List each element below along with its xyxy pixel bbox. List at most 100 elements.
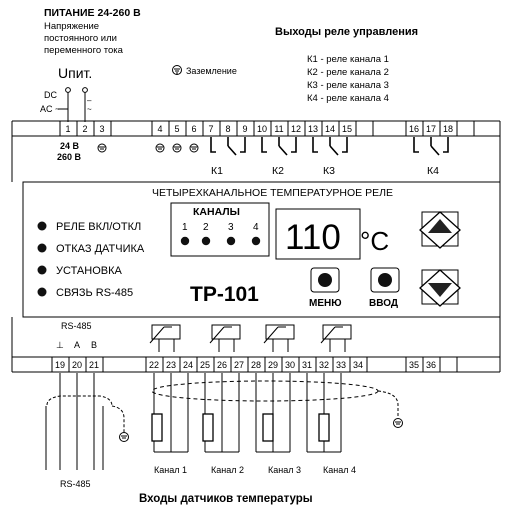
terminal-number: 13 bbox=[308, 124, 318, 134]
channel-number: 4 bbox=[253, 222, 259, 233]
supply-label: Uпит. bbox=[58, 65, 92, 81]
terminal-number: 19 bbox=[55, 360, 65, 370]
dc-label: DC bbox=[44, 90, 57, 100]
rs485-pin-a: A bbox=[74, 340, 80, 350]
up-arrow-button[interactable] bbox=[419, 211, 461, 249]
thermistor-symbol bbox=[263, 324, 295, 352]
channel-label-4: Канал 4 bbox=[323, 465, 356, 475]
model-name: TP-101 bbox=[190, 283, 259, 306]
svg-text:~: ~ bbox=[87, 105, 92, 114]
terminal-number: 31 bbox=[302, 360, 312, 370]
terminal-number: 6 bbox=[191, 124, 196, 134]
relay-contact-k2 bbox=[261, 137, 297, 156]
top-terminal-block bbox=[11, 120, 501, 182]
menu-button-knob bbox=[318, 273, 332, 287]
terminal-number: 16 bbox=[409, 124, 419, 134]
terminal-number: 22 bbox=[149, 360, 159, 370]
channels-box bbox=[170, 202, 270, 257]
enter-button-label: ВВОД bbox=[369, 298, 398, 309]
enter-button-knob bbox=[378, 273, 392, 287]
terminal-number: 36 bbox=[426, 360, 436, 370]
shield-ellipse bbox=[151, 380, 379, 402]
down-arrow-button[interactable] bbox=[419, 269, 461, 307]
relay-name-k4: К4 bbox=[427, 165, 439, 177]
footer-title: Входы датчиков температуры bbox=[139, 493, 313, 505]
relay-outputs-title: Выходы реле управления bbox=[275, 26, 418, 38]
svg-text:–: – bbox=[87, 96, 92, 105]
power-title: ПИТАНИЕ 24-260 В bbox=[44, 7, 141, 19]
ground-icon bbox=[119, 432, 129, 442]
terminal-number: 35 bbox=[409, 360, 419, 370]
power-desc-line-1: Напряжение bbox=[44, 21, 99, 32]
sensor-channel-3 bbox=[255, 373, 291, 453]
sensor-channel-4 bbox=[306, 373, 342, 453]
display-value: 110 bbox=[285, 218, 341, 257]
relay-name-k3: К3 bbox=[323, 165, 335, 177]
terminal-number: 5 bbox=[174, 124, 179, 134]
terminal-number: 30 bbox=[285, 360, 295, 370]
relay-contact-k4 bbox=[413, 137, 449, 156]
relay-legend-1: К1 - реле канала 1 bbox=[307, 54, 389, 65]
voltage-label-24: 24 В bbox=[60, 141, 80, 151]
terminal-number: 4 bbox=[157, 124, 162, 134]
channel-label-1: Канал 1 bbox=[154, 465, 187, 475]
top-terminal-numbers: 1 2 3 4 5 6 7 8 9 10 11 12 13 14 15 16 1… bbox=[65, 124, 453, 134]
relay-legend-2: К2 - реле канала 2 bbox=[307, 67, 389, 78]
terminal-number: 3 bbox=[99, 124, 104, 134]
relay-contact-k1 bbox=[210, 137, 246, 156]
front-panel bbox=[22, 181, 501, 318]
bottom-terminal-numbers: 19 20 21 22 23 24 25 26 27 28 29 30 31 3… bbox=[55, 360, 436, 370]
thermistor-symbol bbox=[209, 324, 241, 352]
channel-label-2: Канал 2 bbox=[211, 465, 244, 475]
rs485-cable bbox=[45, 373, 125, 470]
channel-number: 1 bbox=[182, 222, 188, 233]
terminal-number: 28 bbox=[251, 360, 261, 370]
power-desc-line-2: постоянного или bbox=[44, 33, 117, 44]
bottom-terminal-block bbox=[11, 317, 501, 373]
rs485-pin-gnd: ⊥ bbox=[56, 340, 64, 350]
indicator-rs485-label: СВЯЗЬ RS-485 bbox=[56, 287, 133, 299]
ground-icon bbox=[393, 418, 403, 428]
voltage-label-260: 260 В bbox=[57, 152, 82, 162]
ground-icon bbox=[172, 143, 182, 153]
relay-legend-4: К4 - реле канала 4 bbox=[307, 93, 389, 104]
terminal-number: 34 bbox=[353, 360, 363, 370]
terminal-number: 17 bbox=[426, 124, 436, 134]
relay-name-k1: К1 bbox=[211, 165, 223, 177]
terminal-number: 15 bbox=[342, 124, 352, 134]
indicator-sensor-label: ОТКАЗ ДАТЧИКА bbox=[56, 243, 145, 255]
terminal-number: 33 bbox=[336, 360, 346, 370]
terminal-number: 20 bbox=[72, 360, 82, 370]
terminal-number: 11 bbox=[274, 124, 283, 134]
indicator-setup-label: УСТАНОВКА bbox=[56, 265, 123, 277]
terminal-number: 27 bbox=[234, 360, 244, 370]
thermistor-symbol bbox=[320, 324, 352, 352]
channel-label-3: Канал 3 bbox=[268, 465, 301, 475]
led-indicator bbox=[37, 221, 47, 231]
relay-legend-3: К3 - реле канала 3 bbox=[307, 80, 389, 91]
terminal-number: 26 bbox=[217, 360, 227, 370]
terminal-number: 18 bbox=[443, 124, 453, 134]
thermistor-symbol bbox=[149, 324, 181, 352]
supply-wires: – ~ bbox=[58, 87, 92, 122]
terminal-number: 25 bbox=[200, 360, 210, 370]
terminal-number: 12 bbox=[291, 124, 301, 134]
terminal-number: 29 bbox=[268, 360, 278, 370]
terminal-number: 24 bbox=[183, 360, 193, 370]
terminal-number: 23 bbox=[166, 360, 176, 370]
arrow-down-icon-fill bbox=[428, 283, 452, 297]
indicator-relay-label: РЕЛЕ ВКЛ/ОТКЛ bbox=[56, 221, 141, 233]
ac-label: AC ~ bbox=[40, 104, 60, 114]
power-desc-line-3: переменного тока bbox=[44, 45, 124, 56]
channel-led bbox=[251, 236, 261, 246]
terminal-number: 9 bbox=[242, 124, 247, 134]
rs485-label: RS-485 bbox=[61, 321, 92, 331]
channel-led bbox=[180, 236, 190, 246]
rs485-pin-b: B bbox=[91, 340, 97, 350]
display-screen bbox=[275, 208, 361, 260]
terminal-number: 7 bbox=[208, 124, 213, 134]
led-indicator bbox=[37, 243, 47, 253]
ground-icon bbox=[155, 143, 165, 153]
terminal-number: 2 bbox=[82, 124, 87, 134]
relay-contact-k3 bbox=[312, 137, 348, 156]
